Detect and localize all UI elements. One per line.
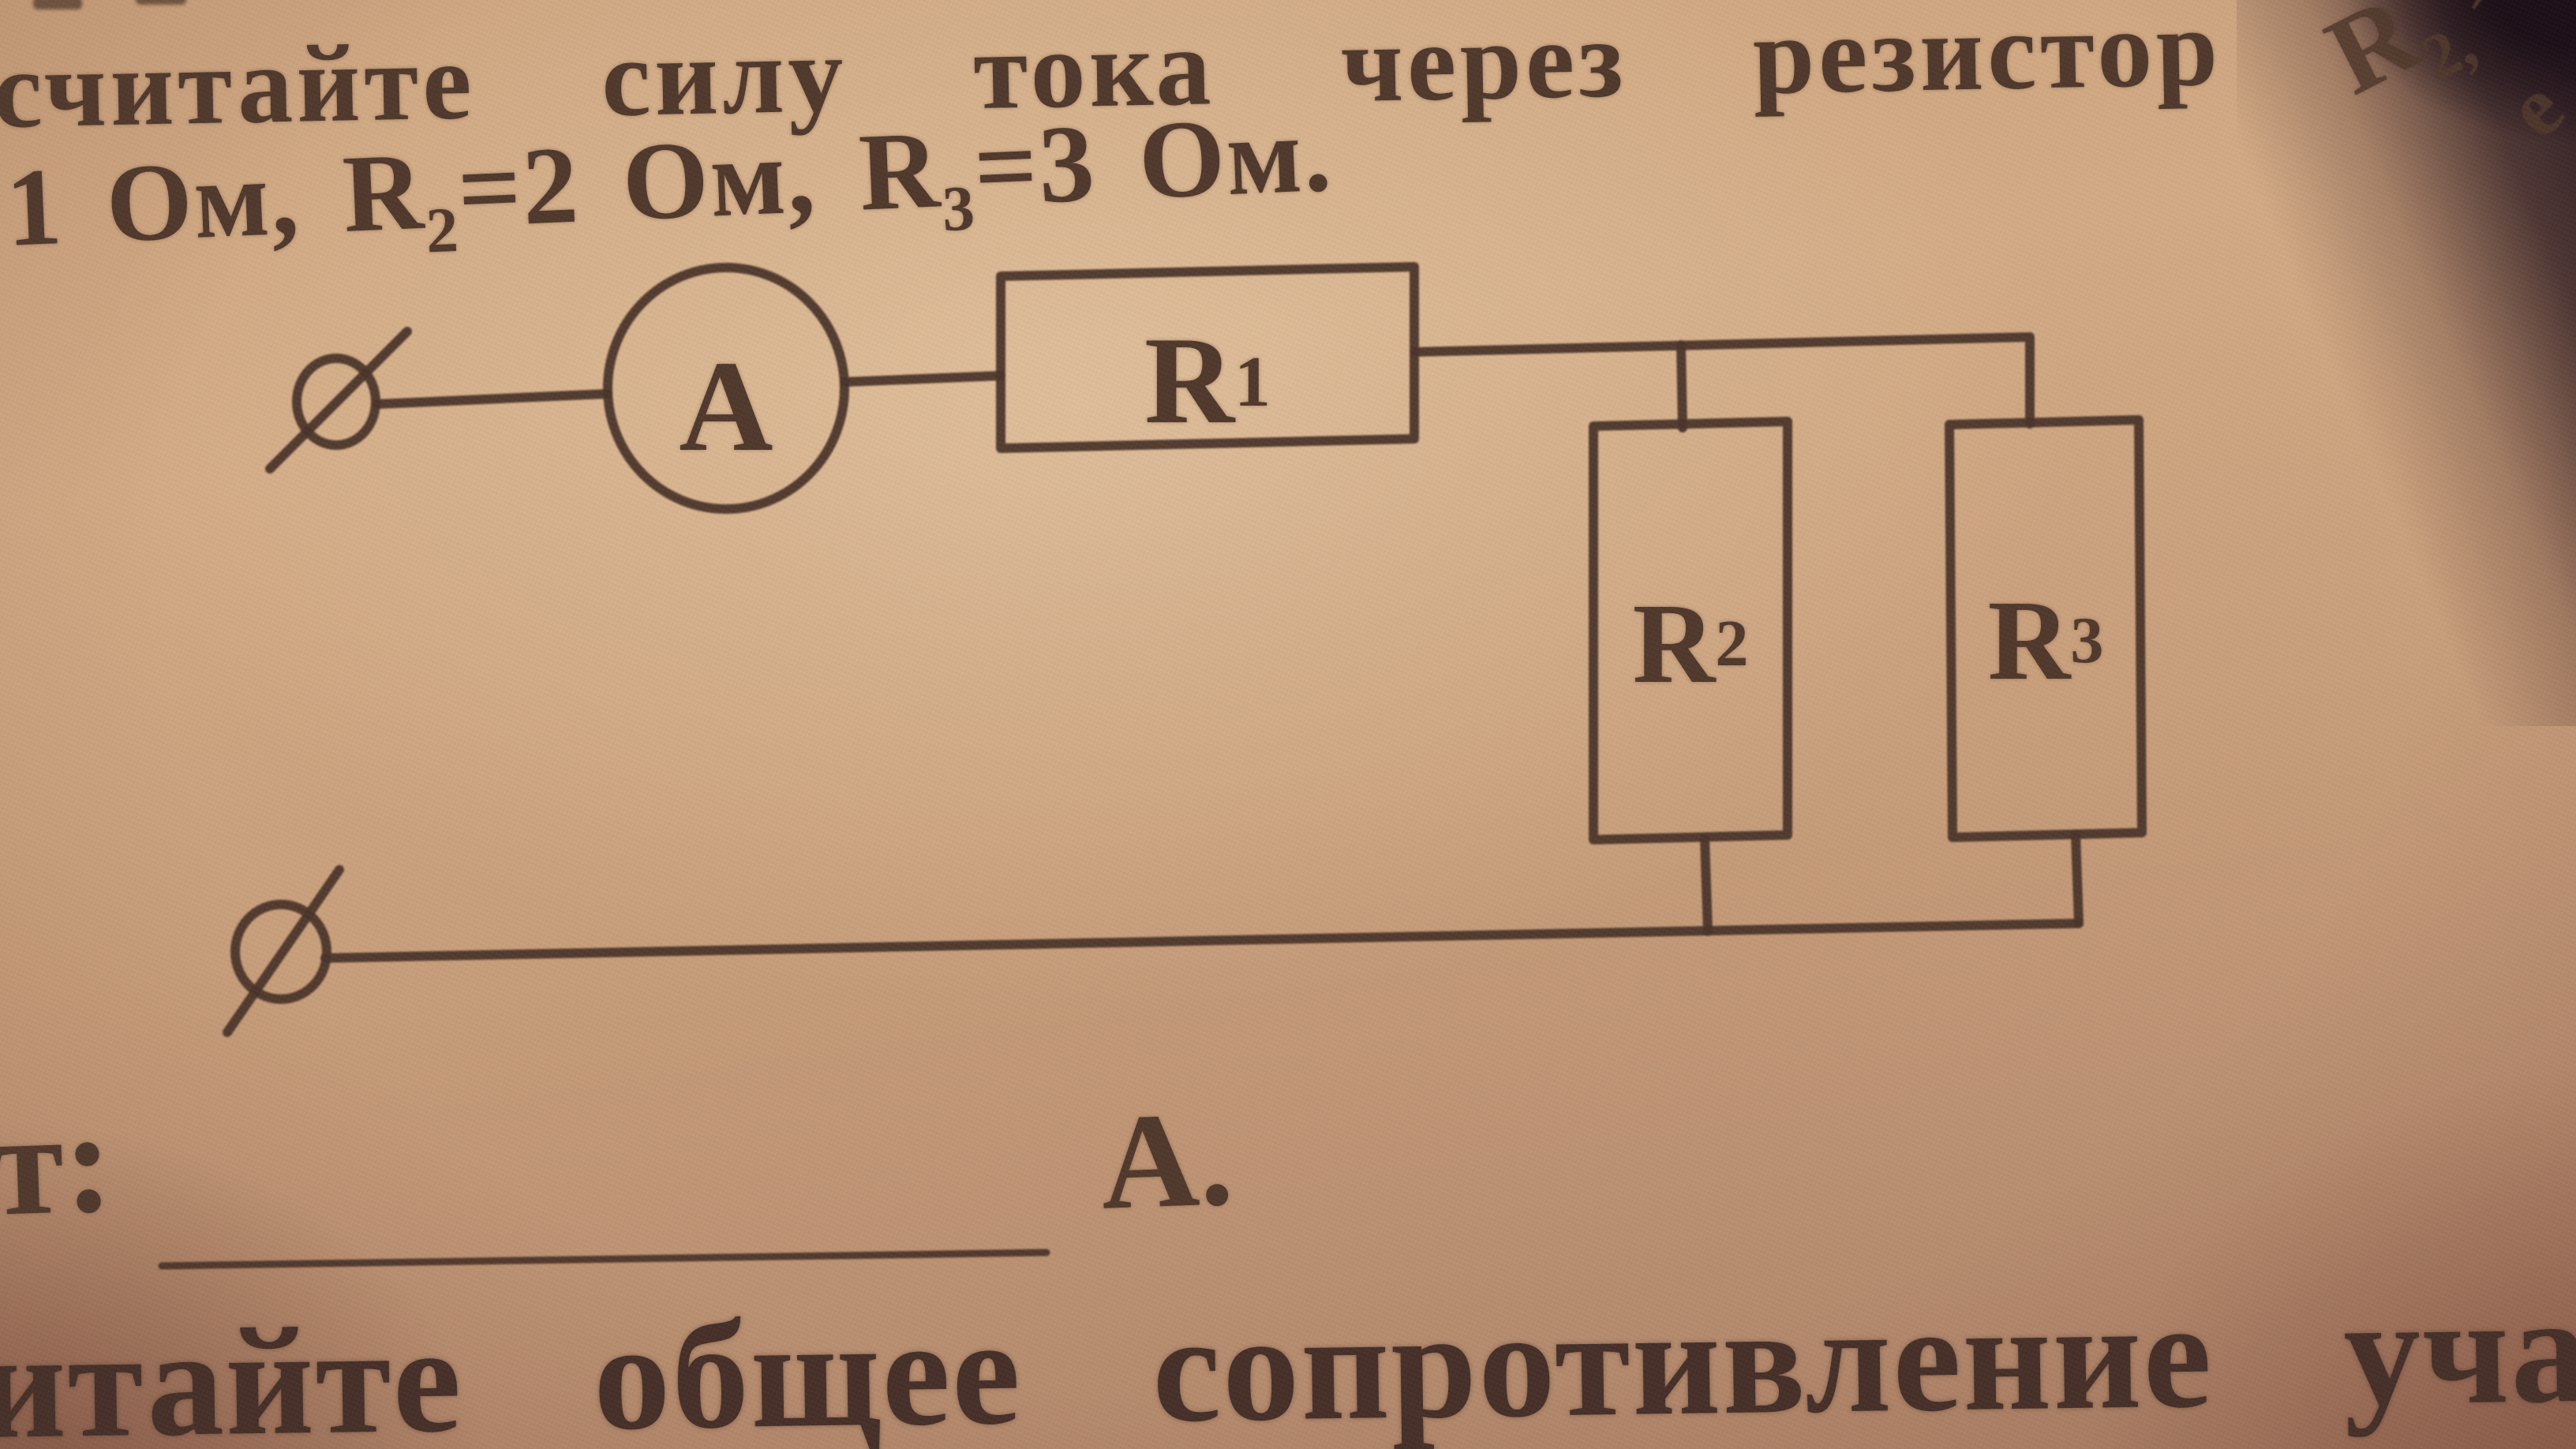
ammeter-circle <box>603 263 849 514</box>
r3-symbol: R <box>1987 577 2071 704</box>
cropped-print-mark <box>33 0 82 9</box>
answer-unit: А. <box>1098 1084 1236 1238</box>
r1-symbol: R <box>1144 312 1235 450</box>
terminal-top-slash <box>265 327 412 474</box>
ammeter-label: A <box>679 334 773 478</box>
wire-bottom-bus <box>320 919 2084 963</box>
wire-ammeter-to-r1 <box>840 371 1005 387</box>
wire-top-bus <box>1410 332 2035 429</box>
r2-symbol: R <box>1632 580 1716 707</box>
wire-r2-bottom-stub <box>1700 833 1713 936</box>
answer-blank-line <box>158 1249 1050 1270</box>
wire-r3-bottom-stub <box>2071 829 2084 928</box>
cropped-print-mark <box>136 0 186 5</box>
wire-terminal-to-ammeter <box>373 389 612 409</box>
terminal-bottom-icon <box>230 900 331 1004</box>
terminal-bottom-slash <box>223 865 344 1037</box>
next-task-text-cropped: итайте общее сопротивление участка <box>0 1260 2576 1449</box>
resistor-r3-box <box>1945 415 2147 842</box>
resistor-r1-box <box>996 262 1419 453</box>
resistor-r2-box <box>1589 417 1792 844</box>
wire-r2-top-stub <box>1676 340 1687 432</box>
answer-prefix: т: <box>0 1080 116 1247</box>
